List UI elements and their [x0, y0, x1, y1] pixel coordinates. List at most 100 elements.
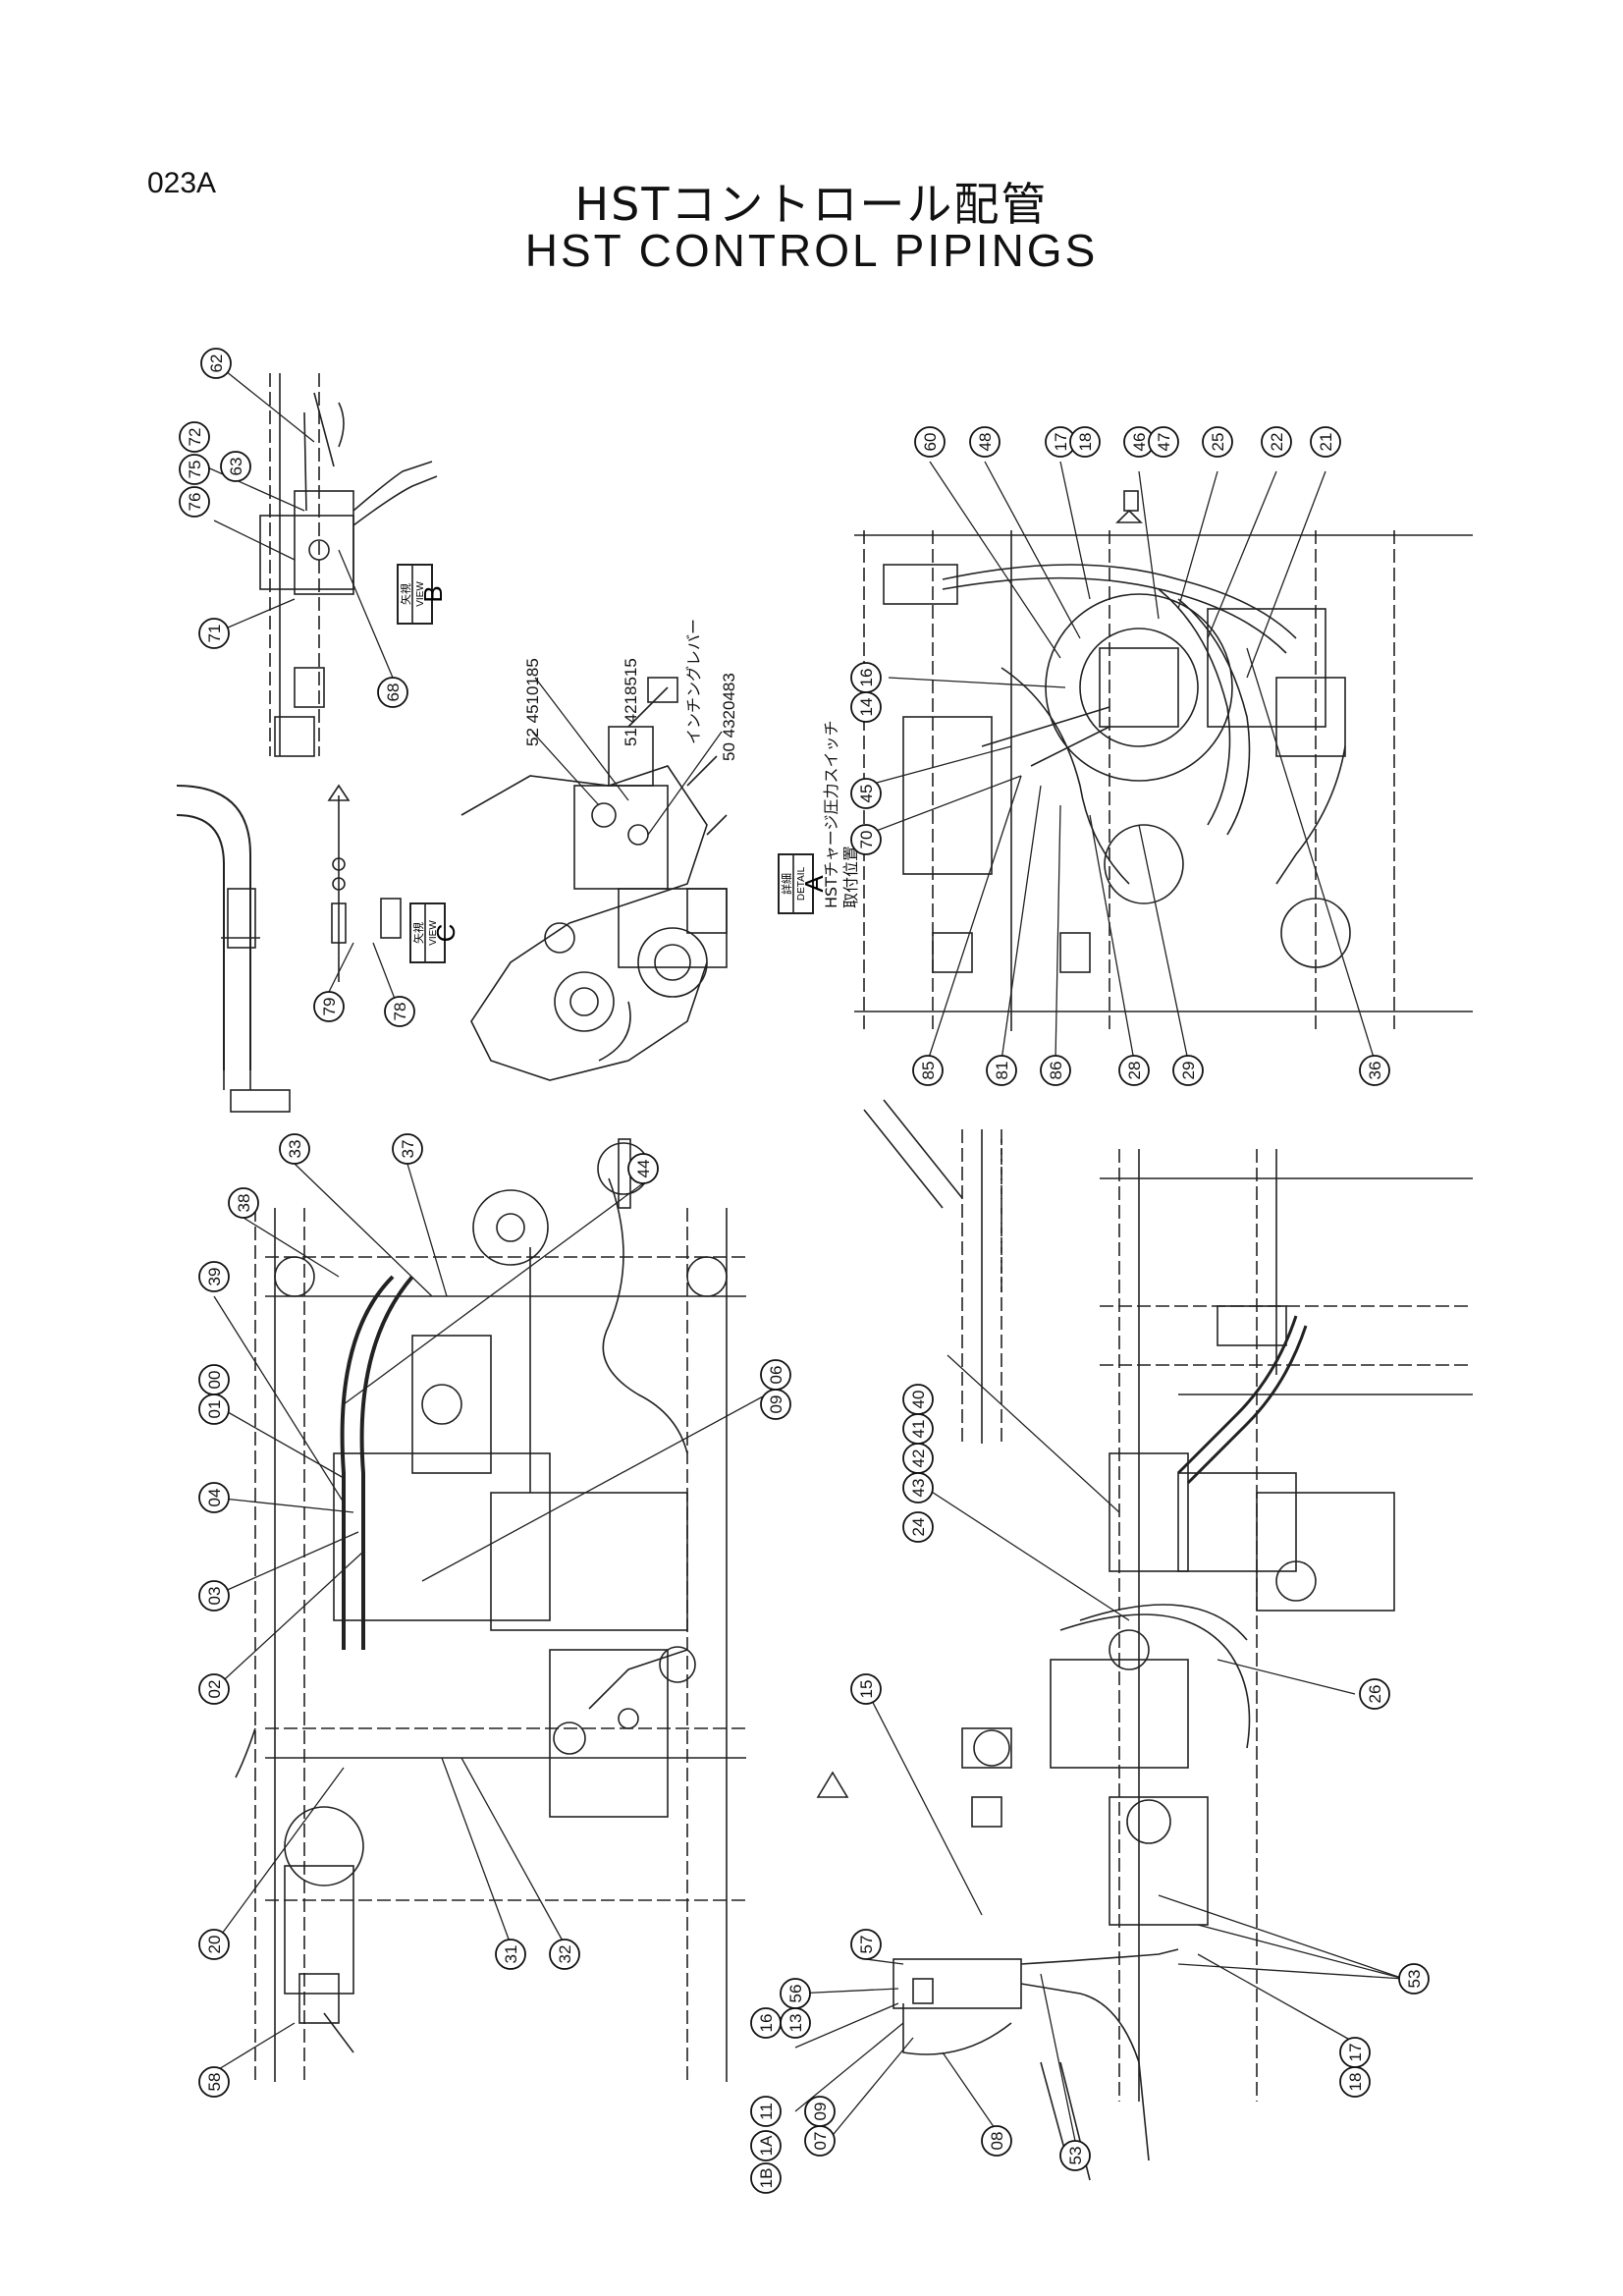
svg-text:29: 29 [1179, 1062, 1198, 1080]
callout: 63 [220, 451, 251, 482]
callouts: 62 72 75 76 63 71 68 79 78 60 48 17 18 4… [179, 348, 1430, 2194]
svg-text:40: 40 [909, 1391, 928, 1409]
callout: 38 [228, 1187, 259, 1219]
svg-text:24: 24 [909, 1518, 928, 1537]
callout: 00 [198, 1364, 230, 1395]
svg-text:41: 41 [909, 1420, 928, 1439]
callout: 53 [1059, 2140, 1091, 2171]
callout: 71 [198, 618, 230, 649]
callout: 72 [179, 421, 210, 453]
callout: 39 [198, 1261, 230, 1292]
svg-text:26: 26 [1366, 1685, 1384, 1704]
svg-text:1A: 1A [757, 2135, 776, 2156]
svg-text:53: 53 [1405, 1970, 1424, 1989]
view-b-en: VIEW [415, 581, 426, 607]
detail-a-drawing [460, 677, 728, 1081]
charge-switch-line2: 取付位置 [841, 846, 860, 908]
svg-text:07: 07 [811, 2132, 830, 2151]
svg-text:03: 03 [205, 1587, 224, 1606]
callout: 17 [1339, 2037, 1371, 2068]
svg-text:09: 09 [767, 1395, 785, 1414]
callout: 58 [198, 2066, 230, 2098]
svg-text:02: 02 [205, 1680, 224, 1699]
svg-text:60: 60 [921, 433, 940, 452]
svg-text:79: 79 [320, 998, 339, 1016]
svg-text:76: 76 [186, 493, 204, 512]
svg-text:33: 33 [286, 1140, 304, 1159]
svg-text:06: 06 [767, 1366, 785, 1385]
charge-switch-note: HSTチャージ圧力スイッチ 取付位置 [822, 721, 860, 908]
svg-text:31: 31 [502, 1945, 520, 1964]
callout: 1B [750, 2162, 782, 2194]
svg-text:46: 46 [1130, 433, 1149, 452]
svg-text:70: 70 [857, 831, 876, 849]
svg-text:36: 36 [1366, 1062, 1384, 1080]
top-right-assembly [854, 490, 1473, 1031]
svg-text:86: 86 [1047, 1062, 1065, 1080]
svg-text:16: 16 [757, 2014, 776, 2033]
svg-text:32: 32 [556, 1945, 574, 1964]
svg-text:15: 15 [857, 1680, 876, 1699]
callout: 42 [902, 1443, 934, 1474]
svg-text:22: 22 [1268, 433, 1286, 452]
view-c-en: VIEW [428, 920, 439, 946]
view-c-jp: 矢視 [411, 922, 425, 944]
callout: 09 [760, 1389, 791, 1420]
svg-text:44: 44 [634, 1160, 653, 1178]
callout: 47 [1148, 426, 1179, 458]
svg-text:56: 56 [786, 1985, 805, 2003]
callout: 68 [377, 677, 408, 708]
svg-text:17: 17 [1052, 433, 1070, 452]
callout: 03 [198, 1580, 230, 1612]
callout: 17 [1045, 426, 1076, 458]
detail-a-en: DETAIL [796, 866, 807, 901]
callout: 40 [902, 1384, 934, 1415]
svg-text:57: 57 [857, 1936, 876, 1954]
callout: 25 [1202, 426, 1233, 458]
charge-switch-line1: HSTチャージ圧力スイッチ [822, 721, 840, 908]
callout: 18 [1339, 2066, 1371, 2098]
callout: 1A [750, 2130, 782, 2161]
callout: 81 [986, 1055, 1017, 1086]
callout: 41 [902, 1413, 934, 1445]
svg-text:37: 37 [399, 1140, 417, 1159]
svg-text:18: 18 [1076, 433, 1095, 452]
callout: 16 [750, 2007, 782, 2039]
callout: 32 [549, 1939, 580, 1970]
callout: 48 [969, 426, 1001, 458]
part-ref-50: 50 4320483 [720, 673, 738, 761]
svg-text:11: 11 [757, 2103, 776, 2120]
callout: 60 [914, 426, 946, 458]
svg-text:63: 63 [227, 458, 245, 476]
part-ref-51: 51 4218515 [622, 658, 640, 746]
callout: 45 [850, 778, 882, 809]
callout: 01 [198, 1394, 230, 1425]
svg-text:71: 71 [205, 625, 224, 643]
svg-text:72: 72 [186, 428, 204, 447]
callout: 79 [313, 991, 345, 1022]
callout: 31 [495, 1939, 526, 1970]
callout: 53 [1398, 1963, 1430, 1995]
callout: 76 [179, 486, 210, 518]
svg-text:17: 17 [1346, 2044, 1365, 2062]
svg-text:38: 38 [235, 1194, 253, 1213]
view-b-badge [397, 564, 433, 625]
view-c-label: 矢視 VIEW C [411, 920, 460, 946]
callout: 37 [392, 1133, 423, 1165]
svg-text:28: 28 [1125, 1062, 1144, 1080]
detail-a-letter: A [799, 875, 829, 893]
view-c-drawing [176, 784, 402, 1113]
title-english: HST CONTROL PIPINGS [524, 225, 1099, 276]
svg-text:08: 08 [988, 2132, 1006, 2151]
callout: 21 [1310, 426, 1341, 458]
callout: 14 [850, 691, 882, 723]
svg-text:45: 45 [857, 785, 876, 803]
callout: 46 [1123, 426, 1155, 458]
svg-text:14: 14 [857, 698, 876, 717]
callout: 43 [902, 1472, 934, 1503]
detail-a-label: 詳細 DETAIL A [780, 866, 829, 901]
detail-a-badge [778, 853, 814, 914]
svg-text:68: 68 [384, 683, 403, 702]
page-code: 023A [147, 167, 217, 199]
